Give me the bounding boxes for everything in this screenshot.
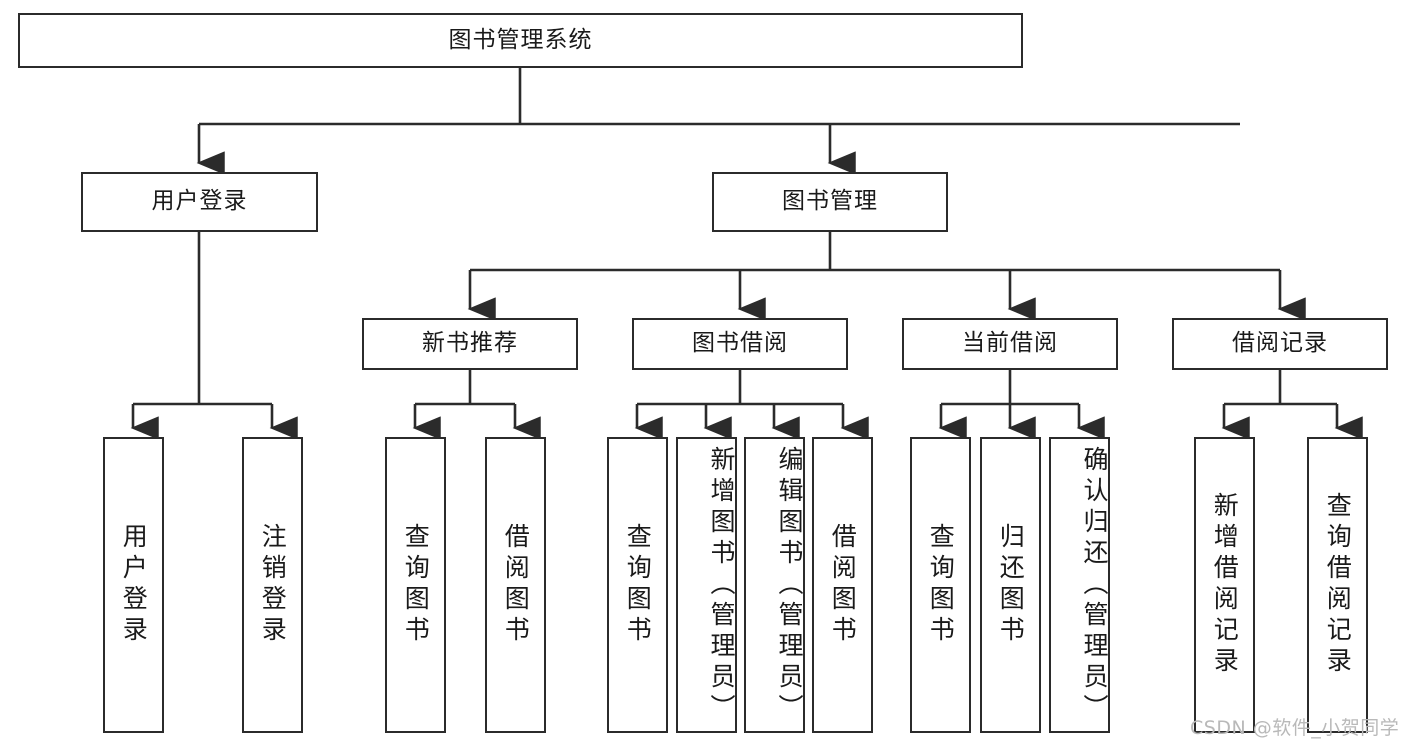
node-leaf-logout-login-label: 注销登录: [258, 523, 288, 647]
node-book-manage[interactable]: 图书管理: [712, 172, 948, 232]
node-leaf-borrow-book-1[interactable]: 借阅图书: [485, 437, 546, 733]
node-leaf-query-book-1-label: 查询图书: [401, 523, 431, 647]
node-leaf-logout-login[interactable]: 注销登录: [242, 437, 303, 733]
node-new-book-rec-label: 新书推荐: [422, 330, 518, 357]
node-leaf-return-book[interactable]: 归还图书: [980, 437, 1041, 733]
node-user-login[interactable]: 用户登录: [81, 172, 318, 232]
node-leaf-borrow-book-2[interactable]: 借阅图书: [812, 437, 873, 733]
node-leaf-query-book-3[interactable]: 查询图书: [910, 437, 971, 733]
node-leaf-user-login-label: 用户登录: [119, 523, 149, 647]
node-leaf-return-book-label: 归还图书: [996, 523, 1026, 647]
node-book-borrow[interactable]: 图书借阅: [632, 318, 848, 370]
node-leaf-query-book-1[interactable]: 查询图书: [385, 437, 446, 733]
node-leaf-edit-book[interactable]: 编辑图书（管理员）: [744, 437, 805, 733]
node-leaf-confirm-return-label: 确认归还（管理员）: [1080, 445, 1109, 725]
node-root[interactable]: 图书管理系统: [18, 13, 1023, 68]
node-leaf-add-record[interactable]: 新增借阅记录: [1194, 437, 1255, 733]
node-leaf-borrow-book-2-label: 借阅图书: [828, 523, 858, 647]
node-leaf-query-book-3-label: 查询图书: [926, 523, 956, 647]
node-borrow-record-label: 借阅记录: [1232, 330, 1328, 357]
node-leaf-query-book-2-label: 查询图书: [623, 523, 653, 647]
node-leaf-borrow-book-1-label: 借阅图书: [501, 523, 531, 647]
node-root-label: 图书管理系统: [448, 26, 593, 53]
node-leaf-query-record[interactable]: 查询借阅记录: [1307, 437, 1368, 733]
node-leaf-query-book-2[interactable]: 查询图书: [607, 437, 668, 733]
node-book-borrow-label: 图书借阅: [692, 330, 788, 357]
node-borrow-record[interactable]: 借阅记录: [1172, 318, 1388, 370]
node-leaf-add-book-label: 新增图书（管理员）: [707, 445, 736, 725]
node-leaf-user-login[interactable]: 用户登录: [103, 437, 164, 733]
node-current-borrow[interactable]: 当前借阅: [902, 318, 1118, 370]
node-leaf-query-record-label: 查询借阅记录: [1323, 492, 1353, 678]
node-user-login-label: 用户登录: [151, 188, 248, 215]
node-leaf-add-book[interactable]: 新增图书（管理员）: [676, 437, 737, 733]
node-book-manage-label: 图书管理: [782, 188, 878, 215]
node-leaf-add-record-label: 新增借阅记录: [1210, 492, 1240, 678]
node-leaf-edit-book-label: 编辑图书（管理员）: [775, 445, 804, 725]
node-new-book-rec[interactable]: 新书推荐: [362, 318, 578, 370]
csdn-watermark: CSDN @软件_小贺同学: [1190, 717, 1400, 739]
node-leaf-confirm-return[interactable]: 确认归还（管理员）: [1049, 437, 1110, 733]
node-current-borrow-label: 当前借阅: [962, 330, 1058, 357]
